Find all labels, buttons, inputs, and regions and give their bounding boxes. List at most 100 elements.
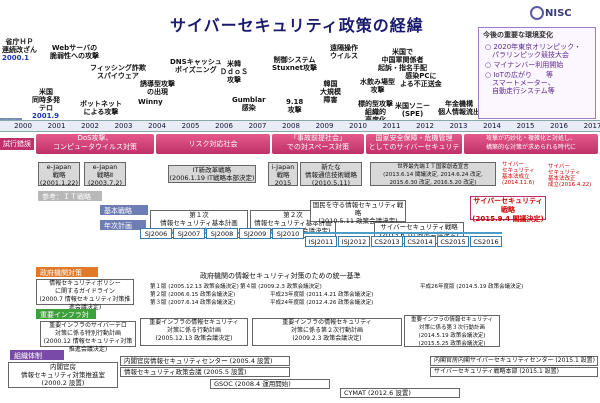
year-tick: 2013: [449, 122, 468, 130]
year-tick: 2003: [114, 122, 133, 130]
incident-event: 感染PCに よる不正送金: [400, 72, 442, 88]
gov-standard-version: 平成24年度版 (2012.4.26 政策会議決定): [270, 300, 374, 306]
org-nisc-center: 内閣官房情報セキュリティセンター (2005.4 設置): [120, 356, 290, 366]
incident-event: Winny: [138, 98, 163, 106]
year-tick: 2011: [382, 122, 401, 130]
basic-strategy-label: 基本戦略: [100, 205, 148, 215]
annual-plan-item: ISJ2012: [338, 236, 370, 247]
year-tick: 2005: [181, 122, 200, 130]
year-tick: 2008: [282, 122, 300, 130]
org-policy-council: 情報セキュリティ政策会議 (2005.5 設置): [120, 367, 290, 377]
incident-event: フィッシング詐欺 スパイウェア: [90, 64, 146, 80]
infra-measures-label: 重要インフラ対策: [36, 309, 96, 329]
incident-event: 制御システム Stuxnet攻撃: [272, 56, 317, 72]
incident-event: 水飲み場型 攻撃: [360, 78, 395, 94]
org-gsoc: GSOC (2008.4 運用開始): [210, 379, 330, 389]
infra-plan-3: 重要インフラの情報セキュリティ 対策に係る第３次行動計画 (2014.5.19 …: [404, 315, 500, 347]
gov-standard-version: 第３版 (2007.6.14 政策会議決定): [150, 300, 236, 306]
phase-national: 国家安全保障・危機管理 としてのサイバーセキュリティ: [366, 134, 462, 160]
incident-event: 米韓 ＤｄｏＳ 攻撃: [220, 60, 248, 84]
incident-event: 年金機構 個人情報流出: [438, 100, 480, 116]
infra-plan-special: 重要インフラのサイバーテロ 対策に係る特別行動計画 (2000.12 情報セキュ…: [40, 321, 136, 353]
year-tick: 2007: [248, 122, 267, 130]
annual-plan-label: 年次計画: [100, 220, 146, 230]
incident-event: 米国ソニー (SPE): [395, 102, 430, 118]
incident-event: 韓国 大規模 障害: [320, 80, 341, 104]
gov-policy-guideline: 情報セキュリティポリシー に関するガイドライン (2000.7 情報セキュリティ…: [36, 279, 134, 311]
it-strategy-reference: 参考：ＩＴ戦略: [38, 191, 102, 201]
annual-plan-arrow: [140, 232, 502, 234]
cyber-security-strategy-2015: サイバーセキュリティ戦略 (2015.9.4 閣議決定): [470, 196, 546, 223]
year-tick: 2006: [215, 122, 233, 130]
org-promotion-office: 内閣官房 情報セキュリティ対策推進室 (2000.2 設置): [8, 362, 118, 388]
incident-event: 省庁ＨＰ 連続改ざん: [2, 38, 37, 54]
nisc-logo: NISC: [545, 8, 572, 19]
year-tick: 2016: [550, 122, 568, 130]
gov-standard-version: 第２版 (2006.6.15 政策会議決定): [150, 292, 236, 298]
year-tick: 2012: [416, 122, 434, 130]
world-it-declaration: 世界最先端ＩＴ国家創造宣言 (2013.6.14 閣議決定, 2014.6.24…: [370, 162, 496, 186]
org-cyber-headquarters: サイバーセキュリティ戦略本部 (2015.1 設置): [430, 367, 598, 377]
gov-standard-version: 第１版 (2005.12.13 政策会議決定): [150, 284, 239, 290]
it-reform-strategy: IT新改革戦略 (2006.1.19 IT戦略本部決定): [168, 165, 256, 183]
incident-event: 9.18 攻撃: [286, 98, 304, 114]
future-changes-title: 今後の重要な環境変化: [483, 31, 553, 39]
phase-dos: DoS攻撃、 コンピュータウイルス対策: [36, 134, 154, 154]
annual-plan-item: SJ2010: [272, 228, 304, 239]
page-title: サイバーセキュリティ政策の経緯: [170, 16, 424, 35]
annual-plan-item: SJ2007: [173, 228, 205, 239]
phase-label: 試行錯誤: [0, 138, 34, 150]
year-tick: 2015: [516, 122, 535, 130]
cyber-basic-law: サイバー セキュリティ 基本法成立 (2014.11.6): [502, 162, 535, 186]
gov-uniform-standard: 政府機関の情報セキュリティ対策のための統一基準: [200, 272, 361, 280]
annual-plan-item: CS2013: [371, 236, 403, 247]
phase-complex: 攻撃が巧妙化・複雑化と対処し、 構築的な対策が求められる時代に: [464, 134, 598, 154]
year-tick: 2002: [81, 122, 99, 130]
gov-measures-label: 政府機関対策: [36, 267, 98, 277]
future-change-item: ○ マイナンバー利用開始: [485, 61, 564, 69]
incident-year: 2000.1: [2, 54, 30, 62]
infra-plan-2: 重要インフラの情報セキュリティ 対策に係る第２次行動計画 (2009.2.3 政…: [252, 318, 402, 346]
incident-event: Webサーバの 脆弱性への攻撃: [50, 44, 99, 60]
annual-plan-item: ISJ2011: [305, 236, 337, 247]
phase-risk: リスク対応社会: [156, 134, 270, 154]
year-tick: 2014: [483, 122, 501, 130]
infra-plan-1: 重要インフラの情報セキュリティ 対策に係る行動計画 (2005.12.13 政策…: [140, 318, 248, 346]
annual-plan-item: CS2015: [437, 236, 469, 247]
ejapan-strategy-1: e-Japan 戦略 (2001.1.22): [38, 162, 80, 187]
year-axis: 2000 2001 2002 2003 2004 2005 2006 2007 2008 2009…: [0, 120, 600, 132]
incident-event: 誘導型攻撃 の出現: [140, 80, 175, 96]
annual-plan-item: CS2014: [404, 236, 436, 247]
incident-event: ボットネット による攻撃: [80, 100, 122, 116]
annual-plan-item: SJ2009: [239, 228, 271, 239]
ejapan-strategy-2: e-Japan 戦略Ⅱ (2003.7.2): [84, 162, 126, 187]
cyber-law-amendment: サイバー セキュリティ 基本法改正 成立(2016.4.22): [548, 164, 592, 188]
org-cymat: CYMAT (2012.6 設置): [340, 388, 460, 398]
national-security-strategy: 国民を守る情報セキュリティ戦略 (2010.5.11 政策会議決定): [310, 200, 406, 225]
year-tick: 2009: [315, 122, 334, 130]
year-tick: 2010: [349, 122, 367, 130]
organization-label: 組織体制: [10, 350, 64, 360]
year-tick: 2001: [47, 122, 66, 130]
gov-standard-version: 第４版 (2009.2.3 政策会議決定): [240, 284, 322, 290]
year-tick: 2004: [148, 122, 166, 130]
nisc-logo-icon: [530, 6, 544, 20]
future-change-item: ○ IoTの広がり 等 スマートメーター、 自動走行システム等: [485, 71, 555, 95]
year-tick: 2017: [583, 122, 600, 130]
future-changes-box: 今後の重要な環境変化 ○ 2020年東京オリンピック・ パラリンピック競技大会 …: [478, 27, 596, 119]
gov-standard-version: 平成23年度版 (2011.4.21 政策会議決定): [270, 292, 374, 298]
new-ict-strategy: 新たな 情報通信技術戦略 (2010.5.11): [300, 162, 362, 187]
incident-event: DNSキャッシュ ポイズニング: [170, 58, 222, 74]
incident-event: 米国で 中国軍関係者 起訴・指名手配: [378, 48, 427, 72]
year-tick: 2000: [14, 122, 32, 130]
annual-plan-item: CS2016: [470, 236, 502, 247]
incident-event: Gumblar 感染: [232, 96, 266, 112]
incident-event: 遠隔操作 ウイルス: [330, 44, 358, 60]
gov-standard-version: 平成26年度版 (2014.5.19 政策会議決定): [420, 284, 524, 290]
incident-event: 米国 同時多発 テロ: [32, 88, 60, 112]
annual-plan-item: SJ2008: [206, 228, 238, 239]
future-change-item: ○ 2020年東京オリンピック・ パラリンピック競技大会: [485, 43, 582, 59]
annual-plan-item: SJ2006: [140, 228, 172, 239]
incident-year: 2001.9: [32, 112, 60, 120]
org-cyber-center: 内閣官房内閣サイバーセキュリティセンター (2015.1 設置): [430, 356, 598, 366]
